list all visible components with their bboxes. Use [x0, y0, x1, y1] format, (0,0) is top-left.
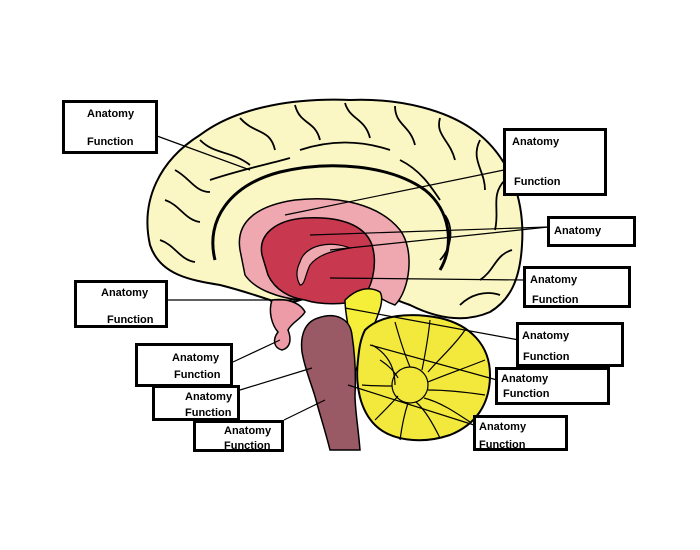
thalamus	[260, 216, 376, 305]
label-box-5[interactable]: Anatomy Function	[74, 280, 168, 328]
function-label: Function	[503, 388, 550, 400]
label-box-3[interactable]: Anatomy	[547, 216, 636, 247]
anatomy-label: Anatomy	[554, 225, 602, 237]
label-box-1[interactable]: Anatomy Function	[62, 100, 158, 154]
function-label: Function	[107, 314, 154, 326]
anatomy-label: Anatomy	[101, 287, 149, 299]
anatomy-label: Anatomy	[501, 373, 549, 385]
function-label: Function	[479, 439, 526, 451]
label-box-4[interactable]: Anatomy Function	[523, 266, 631, 308]
anatomy-label: Anatomy	[522, 330, 570, 342]
label-box-6[interactable]: Anatomy Function	[516, 322, 624, 367]
function-label: Function	[87, 136, 134, 148]
function-label: Function	[174, 369, 221, 381]
cerebellum-folds	[361, 319, 486, 441]
function-label: Function	[185, 407, 232, 419]
anatomy-label: Anatomy	[479, 421, 527, 433]
label-box-8[interactable]: Anatomy Function	[495, 367, 610, 405]
anatomy-label: Anatomy	[87, 108, 135, 120]
label-box-2[interactable]: Anatomy Function	[503, 128, 607, 196]
anatomy-label: Anatomy	[530, 274, 578, 286]
brainstem	[300, 314, 361, 451]
leader-lines	[156, 135, 549, 426]
gyri-folds	[159, 102, 513, 306]
label-box-10[interactable]: Anatomy Function	[193, 420, 284, 452]
pituitary	[269, 298, 306, 351]
function-label: Function	[523, 351, 570, 363]
function-label: Function	[224, 440, 271, 452]
label-box-9[interactable]: Anatomy Function	[152, 385, 240, 421]
anatomy-label: Anatomy	[185, 391, 233, 403]
anatomy-label: Anatomy	[172, 352, 220, 364]
function-label: Function	[532, 294, 579, 306]
fornix	[296, 243, 353, 286]
label-box-11[interactable]: Anatomy Function	[473, 415, 568, 451]
cerebellum	[356, 314, 492, 442]
cingulate-gyrus	[211, 164, 450, 271]
anatomy-label: Anatomy	[224, 425, 272, 437]
function-label: Function	[514, 176, 561, 188]
anatomy-label: Anatomy	[512, 136, 560, 148]
label-box-7[interactable]: Anatomy Function	[135, 343, 233, 387]
